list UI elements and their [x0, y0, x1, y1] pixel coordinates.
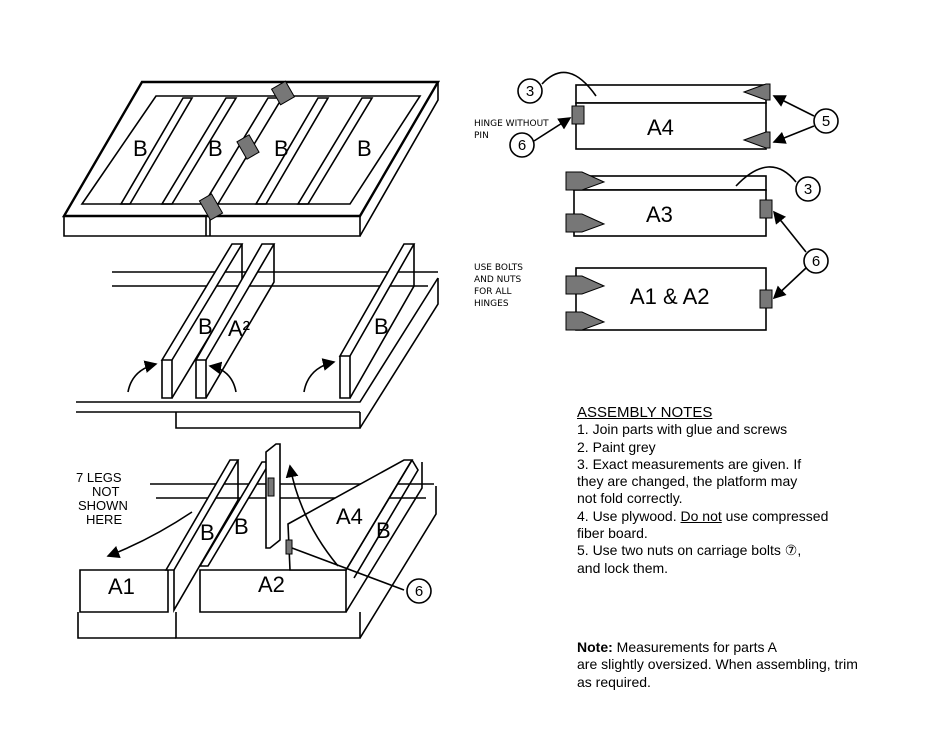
bot-label-a1: A1 [108, 574, 135, 599]
mid-label-a2: A² [228, 316, 250, 341]
callout-circle-5 [813, 108, 839, 134]
callout-3b: 3 [804, 181, 812, 198]
bot-label-b3: B [376, 518, 391, 543]
mid-label-b1: B [198, 314, 213, 339]
part-a3-drawing: A3 3 [565, 166, 821, 237]
measurement-note-line3: as required. [577, 673, 651, 690]
bot-label-a4: A4 [336, 504, 363, 529]
callout-circle-3a [517, 78, 543, 104]
measurement-note-line1: Note: Measurements for parts A [577, 639, 927, 656]
top-frame-drawing: B B B B [61, 80, 441, 237]
part-a1a2-label: A1 & A2 [630, 284, 710, 309]
top-label-b2: B [208, 136, 223, 161]
callout-3a: 3 [526, 83, 534, 100]
measurement-note-label: Note: [577, 639, 613, 655]
note-3b: they are changed, the platform may [577, 473, 798, 490]
bolts-note-line4: HINGES [474, 299, 509, 309]
legs-note-line2: NOT [92, 484, 120, 499]
callout-circle-6b [803, 248, 829, 274]
top-label-b1: B [133, 136, 148, 161]
note-5a: 5. Use two nuts on carriage bolts ⑦, [577, 542, 802, 559]
note-3c: not fold correctly. [577, 490, 683, 507]
top-label-b4: B [357, 136, 372, 161]
hinge-note-line1: HINGE WITHOUT [474, 119, 549, 129]
assembly-notes-heading: ASSEMBLY NOTES [577, 404, 713, 421]
note-4a: 4. Use plywood. Do not use compressed [577, 508, 927, 525]
callout-6a: 6 [518, 137, 526, 154]
part-a1a2-drawing: A1 & A2 6 USE BOLTS AND NUTS FOR ALL HIN… [474, 210, 829, 331]
note-4-start: 4. Use plywood. [577, 507, 681, 524]
part-a4-label: A4 [647, 115, 674, 140]
callout-6b: 6 [812, 253, 820, 270]
measurement-note-text1: Measurements for parts A [612, 639, 777, 655]
hinge-note-line2: PIN [474, 131, 489, 141]
bolts-note-line1: USE BOLTS [474, 263, 523, 273]
legs-note-line4: HERE [86, 512, 122, 527]
note-4c: fiber board. [577, 525, 648, 542]
top-label-b3: B [274, 136, 289, 161]
callout-5: 5 [822, 113, 830, 130]
bot-label-a2: A2 [258, 572, 285, 597]
bottom-frame-drawing: B B A4 B A1 A2 7 LEGS NOT SHOWN HERE 6 [76, 443, 437, 639]
bolts-note-line2: AND NUTS [474, 275, 521, 285]
note-3a: 3. Exact measurements are given. If [577, 455, 802, 472]
note-4-end: use compressed [721, 507, 829, 524]
middle-frame-drawing: B A² B [76, 243, 439, 429]
note-2: 2. Paint grey [577, 438, 656, 455]
part-a4-drawing: A4 3 6 5 HINGE WITHOUT PIN [474, 71, 839, 158]
legs-note-line3: SHOWN [78, 498, 128, 513]
bolts-note-line3: FOR ALL [474, 287, 512, 297]
mid-label-b2: B [374, 314, 389, 339]
measurement-note-line2: are slightly oversized. When assembling,… [577, 656, 858, 673]
callout-circle-3b [795, 176, 821, 202]
note-4-underlined: Do not [680, 507, 722, 524]
callout-circle-6a [509, 132, 535, 158]
assembly-notes: ASSEMBLY NOTES 1. Join parts with glue a… [577, 404, 927, 577]
bot-label-b2: B [234, 514, 249, 539]
callout-bottom: 6 [415, 583, 423, 600]
callout-circle-bottom [406, 578, 432, 604]
measurement-note: Note: Measurements for parts A are sligh… [577, 639, 927, 691]
legs-note-line1: 7 LEGS [76, 470, 122, 485]
part-a3-label: A3 [646, 202, 673, 227]
note-1: 1. Join parts with glue and screws [577, 421, 788, 438]
note-5b: and lock them. [577, 559, 669, 576]
bot-label-b1: B [200, 520, 215, 545]
